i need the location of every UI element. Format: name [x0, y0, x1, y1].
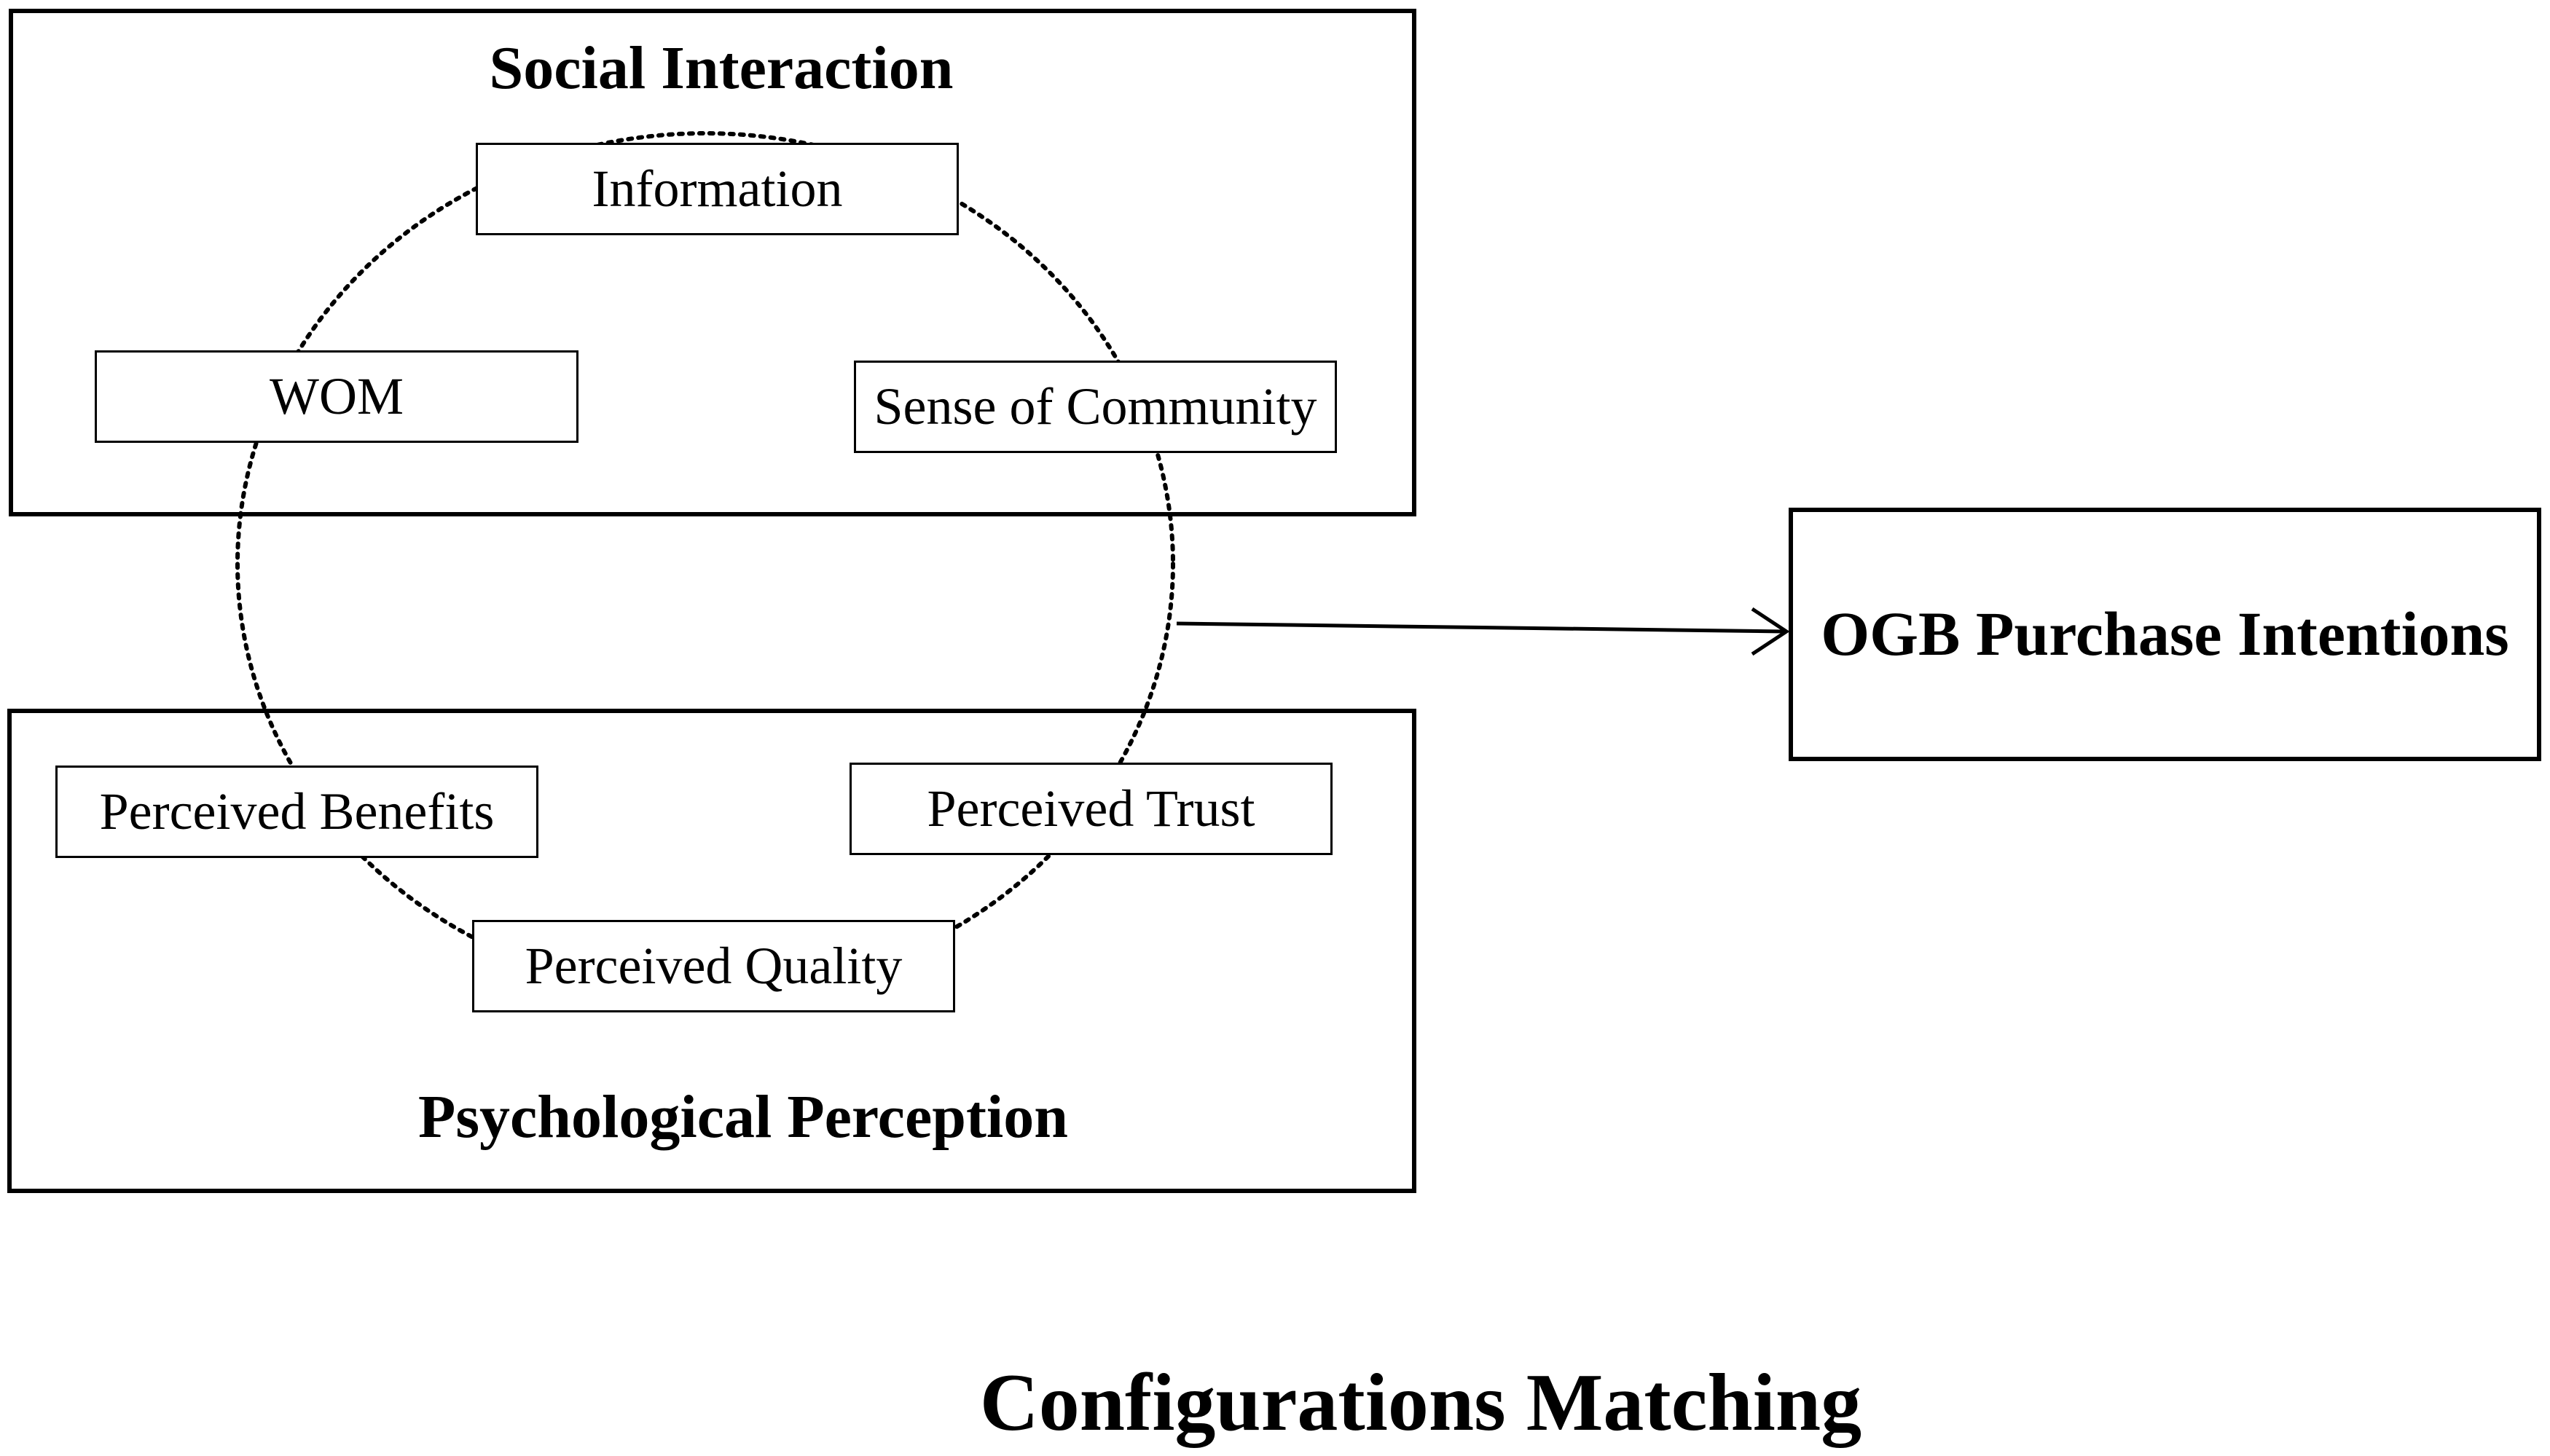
ogb-purchase-intentions-box: [1789, 508, 2541, 761]
perceived-trust-label: Perceived Trust: [927, 779, 1255, 838]
perceived-quality-label: Perceived Quality: [525, 937, 903, 995]
arrow-line: [1176, 621, 1784, 634]
sense-of-community-node: Sense of Community: [854, 361, 1337, 453]
perceived-benefits-node: Perceived Benefits: [55, 766, 538, 858]
psychological-perception-box: [7, 709, 1416, 1193]
information-label: Information: [592, 160, 843, 218]
wom-label: WOM: [270, 367, 404, 425]
social-interaction-title: Social Interaction: [489, 34, 954, 102]
perceived-quality-node: Perceived Quality: [472, 920, 955, 1012]
wom-node: WOM: [95, 350, 578, 443]
configuration-circle: [235, 131, 1175, 996]
configurations-matching-caption: Configurations Matching: [979, 1358, 1862, 1448]
ogb-purchase-intentions-label: OGB Purchase Intentions: [1821, 599, 2509, 669]
social-interaction-box: [9, 9, 1416, 516]
psychological-perception-title: Psychological Perception: [418, 1083, 1068, 1151]
information-node: Information: [476, 143, 959, 235]
sense-of-community-label: Sense of Community: [874, 377, 1317, 436]
perceived-trust-node: Perceived Trust: [850, 763, 1333, 855]
perceived-benefits-label: Perceived Benefits: [99, 782, 495, 841]
arrow-head: [1751, 607, 1790, 656]
